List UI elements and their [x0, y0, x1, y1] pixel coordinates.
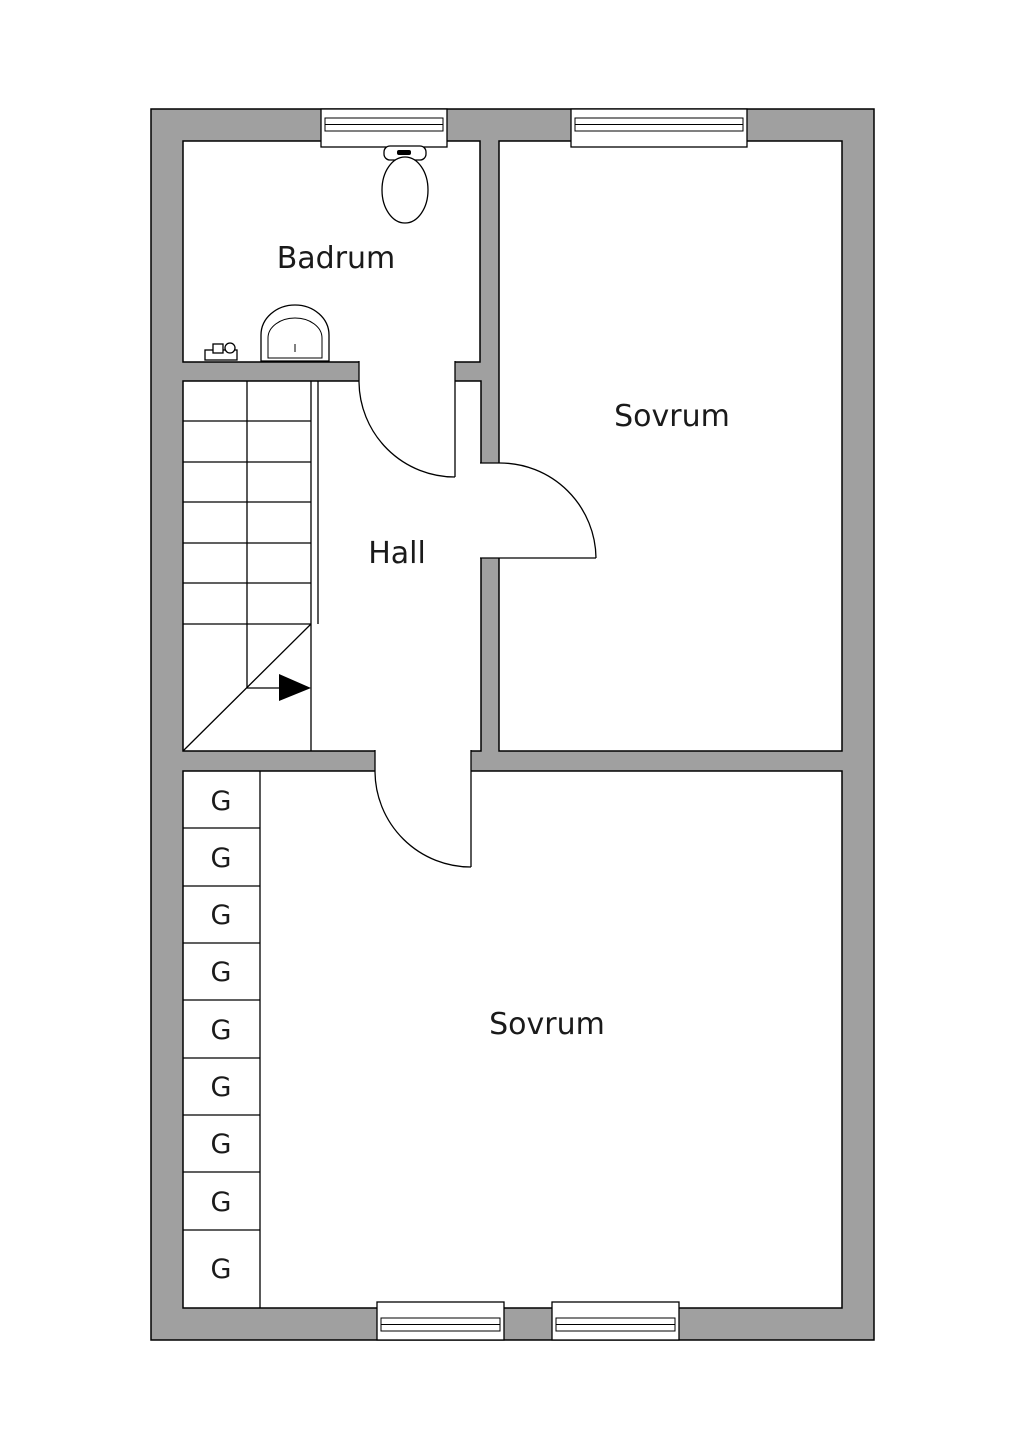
- wardrobe-label: G: [211, 843, 232, 874]
- wardrobe-label: G: [211, 1015, 232, 1046]
- bathroom-floor: [182, 140, 481, 363]
- bedroom-2-door-opening: [375, 750, 471, 772]
- stair-arrow-icon: [279, 674, 311, 701]
- door-swing-icon: [374, 771, 472, 868]
- hall-floor: [182, 380, 482, 752]
- bedroom-2-floor: [182, 770, 843, 1309]
- room-label-bedroom-1: Sovrum: [614, 399, 730, 434]
- wardrobe-label: G: [211, 957, 232, 988]
- window-icon: [376, 1301, 505, 1341]
- room-label-bathroom: Badrum: [277, 241, 396, 276]
- bathroom-door-opening: [359, 361, 455, 382]
- wardrobe-label: G: [211, 1129, 232, 1160]
- bedroom-1-floor: [498, 140, 843, 752]
- bedroom-1-door-opening: [480, 463, 500, 558]
- door-swing-icon: [499, 462, 597, 559]
- sink-icon: [260, 304, 330, 362]
- faucet-icon: [204, 342, 238, 361]
- wardrobe-label: G: [211, 1187, 232, 1218]
- door-swing-icon: [358, 381, 456, 478]
- window-icon: [570, 108, 748, 148]
- wardrobe: [183, 771, 261, 1308]
- wardrobe-label: G: [211, 1254, 232, 1285]
- toilet-icon: [381, 145, 429, 224]
- wardrobe-label: G: [211, 1072, 232, 1103]
- wardrobe-label: G: [211, 900, 232, 931]
- staircase: [182, 381, 319, 752]
- room-label-hall: Hall: [368, 536, 426, 571]
- window-icon: [320, 108, 448, 148]
- window-icon: [551, 1301, 680, 1341]
- wardrobe-label: G: [211, 786, 232, 817]
- room-label-bedroom-2: Sovrum: [489, 1007, 605, 1042]
